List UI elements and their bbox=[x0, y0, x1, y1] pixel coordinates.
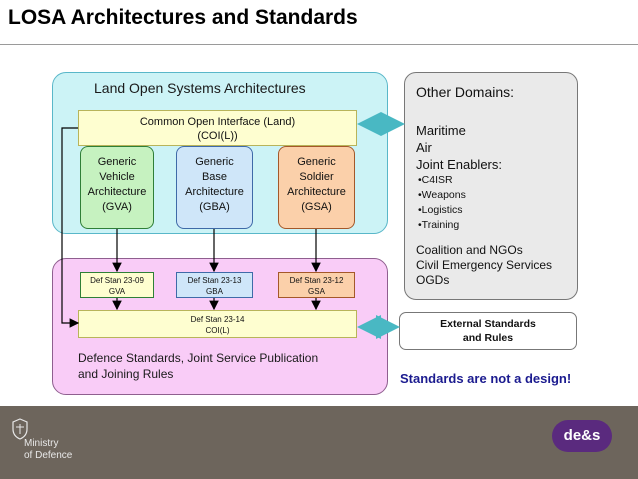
page-title: LOSA Architectures and Standards bbox=[8, 6, 358, 29]
list-item: •C4ISR bbox=[418, 174, 453, 186]
gsa-box: Generic Soldier Architecture (GSA) bbox=[278, 146, 355, 229]
def-stan-23-12-box: Def Stan 23-12 GSA bbox=[278, 272, 355, 298]
list-item: •Weapons bbox=[418, 189, 466, 201]
gva-line1: Generic bbox=[97, 156, 137, 168]
title-divider bbox=[0, 44, 638, 45]
joint-enablers-list: •C4ISR •Weapons •Logistics •Training bbox=[418, 173, 466, 233]
land-architectures-title: Land Open Systems Architectures bbox=[94, 80, 306, 96]
mod-logo-text: Ministry of Defence bbox=[24, 438, 72, 462]
gsa-line1: Generic bbox=[297, 156, 336, 168]
defence-standards-caption: Defence Standards, Joint Service Publica… bbox=[78, 350, 378, 382]
gba-box: Generic Base Architecture (GBA) bbox=[176, 146, 253, 229]
list-item: OGDs bbox=[416, 273, 450, 287]
crest-icon bbox=[12, 418, 28, 440]
gba-line1: Generic bbox=[195, 156, 234, 168]
def-stan-23-12-line2: GSA bbox=[308, 287, 325, 296]
other-domains-title: Other Domains: bbox=[416, 84, 515, 100]
external-line1: External Standards bbox=[440, 318, 536, 330]
gva-box: Generic Vehicle Architecture (GVA) bbox=[80, 146, 154, 229]
def-stan-23-14-line2: COI(L) bbox=[205, 326, 230, 335]
def-stan-23-14-line1: Def Stan 23-14 bbox=[190, 315, 245, 324]
mod-line2: of Defence bbox=[24, 450, 73, 461]
footer-bar bbox=[0, 406, 638, 479]
coi-land-box: Common Open Interface (Land) (COI(L)) bbox=[78, 110, 357, 146]
gva-line3: Architecture bbox=[87, 186, 147, 198]
gba-line4: (GBA) bbox=[199, 201, 230, 213]
gsa-line4: (GSA) bbox=[301, 201, 332, 213]
list-item: •Training bbox=[418, 219, 460, 231]
gsa-line3: Architecture bbox=[287, 186, 346, 198]
list-item: Civil Emergency Services bbox=[416, 258, 553, 272]
coi-land-line2: (COI(L)) bbox=[197, 130, 238, 142]
list-item: Air bbox=[416, 140, 432, 155]
coi-land-line1: Common Open Interface (Land) bbox=[139, 116, 296, 128]
mod-line1: Ministry bbox=[24, 438, 59, 449]
def-stan-23-14-box: Def Stan 23-14 COI(L) bbox=[78, 310, 357, 338]
def-stan-23-13-line1: Def Stan 23-13 bbox=[187, 276, 242, 285]
def-stan-23-09-line2: GVA bbox=[108, 287, 126, 296]
def-stan-23-12-line1: Def Stan 23-12 bbox=[289, 276, 344, 285]
list-item: •Logistics bbox=[418, 204, 463, 216]
list-item: Joint Enablers: bbox=[416, 157, 502, 172]
other-domains-list: Maritime Air Joint Enablers: bbox=[416, 122, 502, 173]
external-line2: and Rules bbox=[462, 332, 514, 344]
def-stan-23-09-box: Def Stan 23-09 GVA bbox=[80, 272, 154, 298]
other-domains-list-2: Coalition and NGOs Civil Emergency Servi… bbox=[416, 243, 552, 288]
standards-statement: Standards are not a design! bbox=[400, 371, 572, 386]
list-item: Maritime bbox=[416, 123, 466, 138]
defence-caption-line2: and Joining Rules bbox=[78, 367, 174, 381]
def-stan-23-09-line1: Def Stan 23-09 bbox=[90, 276, 144, 285]
gba-line2: Base bbox=[201, 171, 228, 183]
def-stan-23-13-line2: GBA bbox=[206, 287, 223, 296]
gva-line2: Vehicle bbox=[99, 171, 135, 183]
gba-line3: Architecture bbox=[185, 186, 244, 198]
external-standards-box: External Standards and Rules bbox=[399, 312, 577, 350]
other-domains-panel bbox=[404, 72, 578, 300]
gsa-line2: Soldier bbox=[299, 171, 334, 183]
def-stan-23-13-box: Def Stan 23-13 GBA bbox=[176, 272, 253, 298]
defence-caption-line1: Defence Standards, Joint Service Publica… bbox=[78, 351, 319, 365]
list-item: Coalition and NGOs bbox=[416, 243, 523, 257]
des-logo: de&s bbox=[552, 420, 612, 452]
gva-line4: (GVA) bbox=[102, 201, 132, 213]
